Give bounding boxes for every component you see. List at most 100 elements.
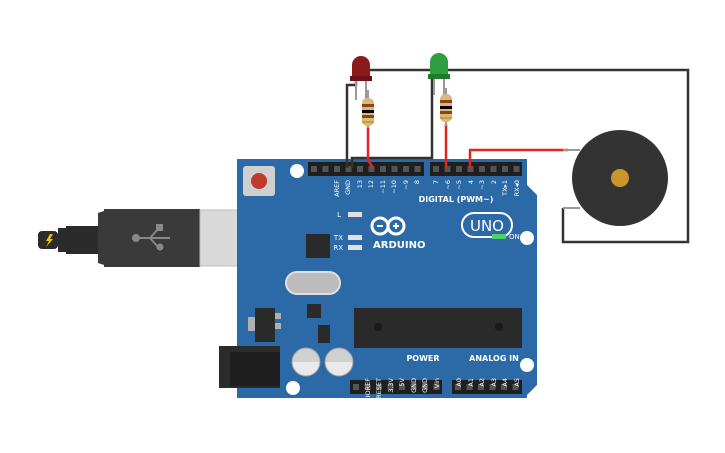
pin-label: A2 (478, 378, 486, 387)
digital-header-1 (308, 162, 424, 176)
pin-label: GND (344, 180, 352, 195)
pin-hole[interactable] (387, 384, 394, 390)
pin-hole[interactable] (502, 166, 508, 172)
pin-hole[interactable] (422, 384, 428, 390)
resistor-green-led[interactable] (440, 88, 452, 126)
pin-label: 5V (398, 377, 406, 386)
piezo-buzzer[interactable] (563, 130, 668, 226)
capacitor (291, 347, 321, 377)
pin-hole[interactable] (376, 384, 382, 390)
pin-hole[interactable] (513, 166, 520, 172)
model-name: UNO (470, 217, 504, 235)
pin-hole[interactable] (489, 384, 496, 390)
pin-hole[interactable] (467, 166, 474, 172)
wire-pin4-buzzer[interactable] (468, 148, 568, 168)
pin-holes (311, 166, 520, 390)
pin-hole[interactable] (410, 384, 417, 390)
pin-label: 2 (490, 180, 498, 184)
arduino-logo-icon (370, 216, 406, 236)
pin-hole[interactable] (414, 166, 421, 172)
pin-hole[interactable] (466, 384, 473, 390)
lightning-icon (46, 234, 53, 247)
pin-label: 4 (467, 180, 475, 184)
model-badge (461, 212, 513, 238)
pin-label: ~3 (478, 180, 486, 190)
usb-cable[interactable] (38, 209, 200, 267)
pin-label: ~9 (402, 180, 410, 190)
small-chip (307, 304, 321, 318)
pin-label: GND (421, 378, 429, 393)
pin-hole[interactable] (357, 166, 363, 172)
arduino-board[interactable]: L TX RX ARDUINO UNO ON DIGITAL (PWM~) PO… (219, 159, 537, 399)
crystal-oscillator (285, 271, 341, 295)
pin-hole[interactable] (334, 166, 340, 172)
resistor-red-led[interactable] (362, 90, 374, 128)
pin-label: IOREF (364, 378, 372, 398)
pin-hole[interactable] (433, 384, 440, 390)
pin-hole[interactable] (345, 166, 352, 172)
pin-hole[interactable] (444, 166, 451, 172)
red-led[interactable] (350, 56, 372, 100)
led-rx-indicator (348, 245, 362, 250)
power-label: POWER (406, 354, 439, 363)
power-jack[interactable] (219, 346, 280, 388)
pin-label: ~5 (455, 180, 463, 190)
pin-hole[interactable] (380, 166, 386, 172)
pin-label: 12 (367, 180, 375, 188)
pin-hole[interactable] (311, 166, 317, 172)
wire-gnd-red-led[interactable] (345, 77, 358, 168)
pin-label: GND (410, 378, 418, 393)
pin-label: 3.3V (387, 377, 395, 392)
pin-label: RESET (375, 378, 383, 399)
pin-label: TX▸1 (501, 180, 509, 197)
power-header (350, 380, 442, 394)
wire-gnd-buzzer[interactable] (363, 68, 690, 244)
usb-chip (306, 234, 330, 258)
digital-header-2 (430, 162, 522, 176)
voltage-regulator (248, 308, 281, 342)
pin-hole[interactable] (433, 166, 439, 172)
pin-hole[interactable] (501, 384, 507, 390)
power-led-indicator (492, 234, 506, 239)
pin-hole[interactable] (490, 166, 497, 172)
pin-label: ~6 (444, 180, 452, 190)
label-rx: RX (333, 244, 343, 252)
pin-label: A3 (490, 378, 498, 387)
label-l: L (337, 211, 341, 219)
pin-hole[interactable] (399, 384, 405, 390)
analog-in-label: ANALOG IN (469, 354, 519, 363)
mounting-hole (520, 358, 534, 372)
pin-label: 8 (413, 180, 421, 184)
brand-name: ARDUINO (373, 240, 425, 251)
analog-header (452, 380, 522, 394)
pin-label: ~10 (390, 180, 398, 194)
pin-hole[interactable] (478, 384, 484, 390)
small-chip (318, 325, 330, 343)
pin-hole[interactable] (364, 384, 371, 390)
pin-hole[interactable] (479, 166, 485, 172)
pin-hole[interactable] (391, 166, 398, 172)
pin-hole[interactable] (322, 166, 329, 172)
pin-label: RX◂0 (513, 180, 521, 196)
pin-hole[interactable] (456, 166, 462, 172)
pin-hole[interactable] (455, 384, 461, 390)
reset-button[interactable] (243, 166, 275, 196)
led-l-indicator (348, 212, 362, 217)
pin-hole[interactable] (368, 166, 375, 172)
usb-symbol-icon (132, 224, 170, 251)
label-tx: TX (333, 234, 343, 242)
pin-label: A1 (467, 378, 475, 387)
pin-label: A0 (455, 378, 463, 387)
led-tx-indicator (348, 235, 362, 240)
green-led[interactable] (428, 53, 450, 95)
pin-label: Vin (433, 378, 441, 388)
pin-hole[interactable] (512, 384, 519, 390)
label-on: ON (509, 233, 520, 241)
pin-label: 13 (356, 180, 364, 188)
pin-hole[interactable] (353, 384, 359, 390)
wire-pin12-red-led[interactable] (366, 126, 375, 169)
pin-hole[interactable] (403, 166, 409, 172)
